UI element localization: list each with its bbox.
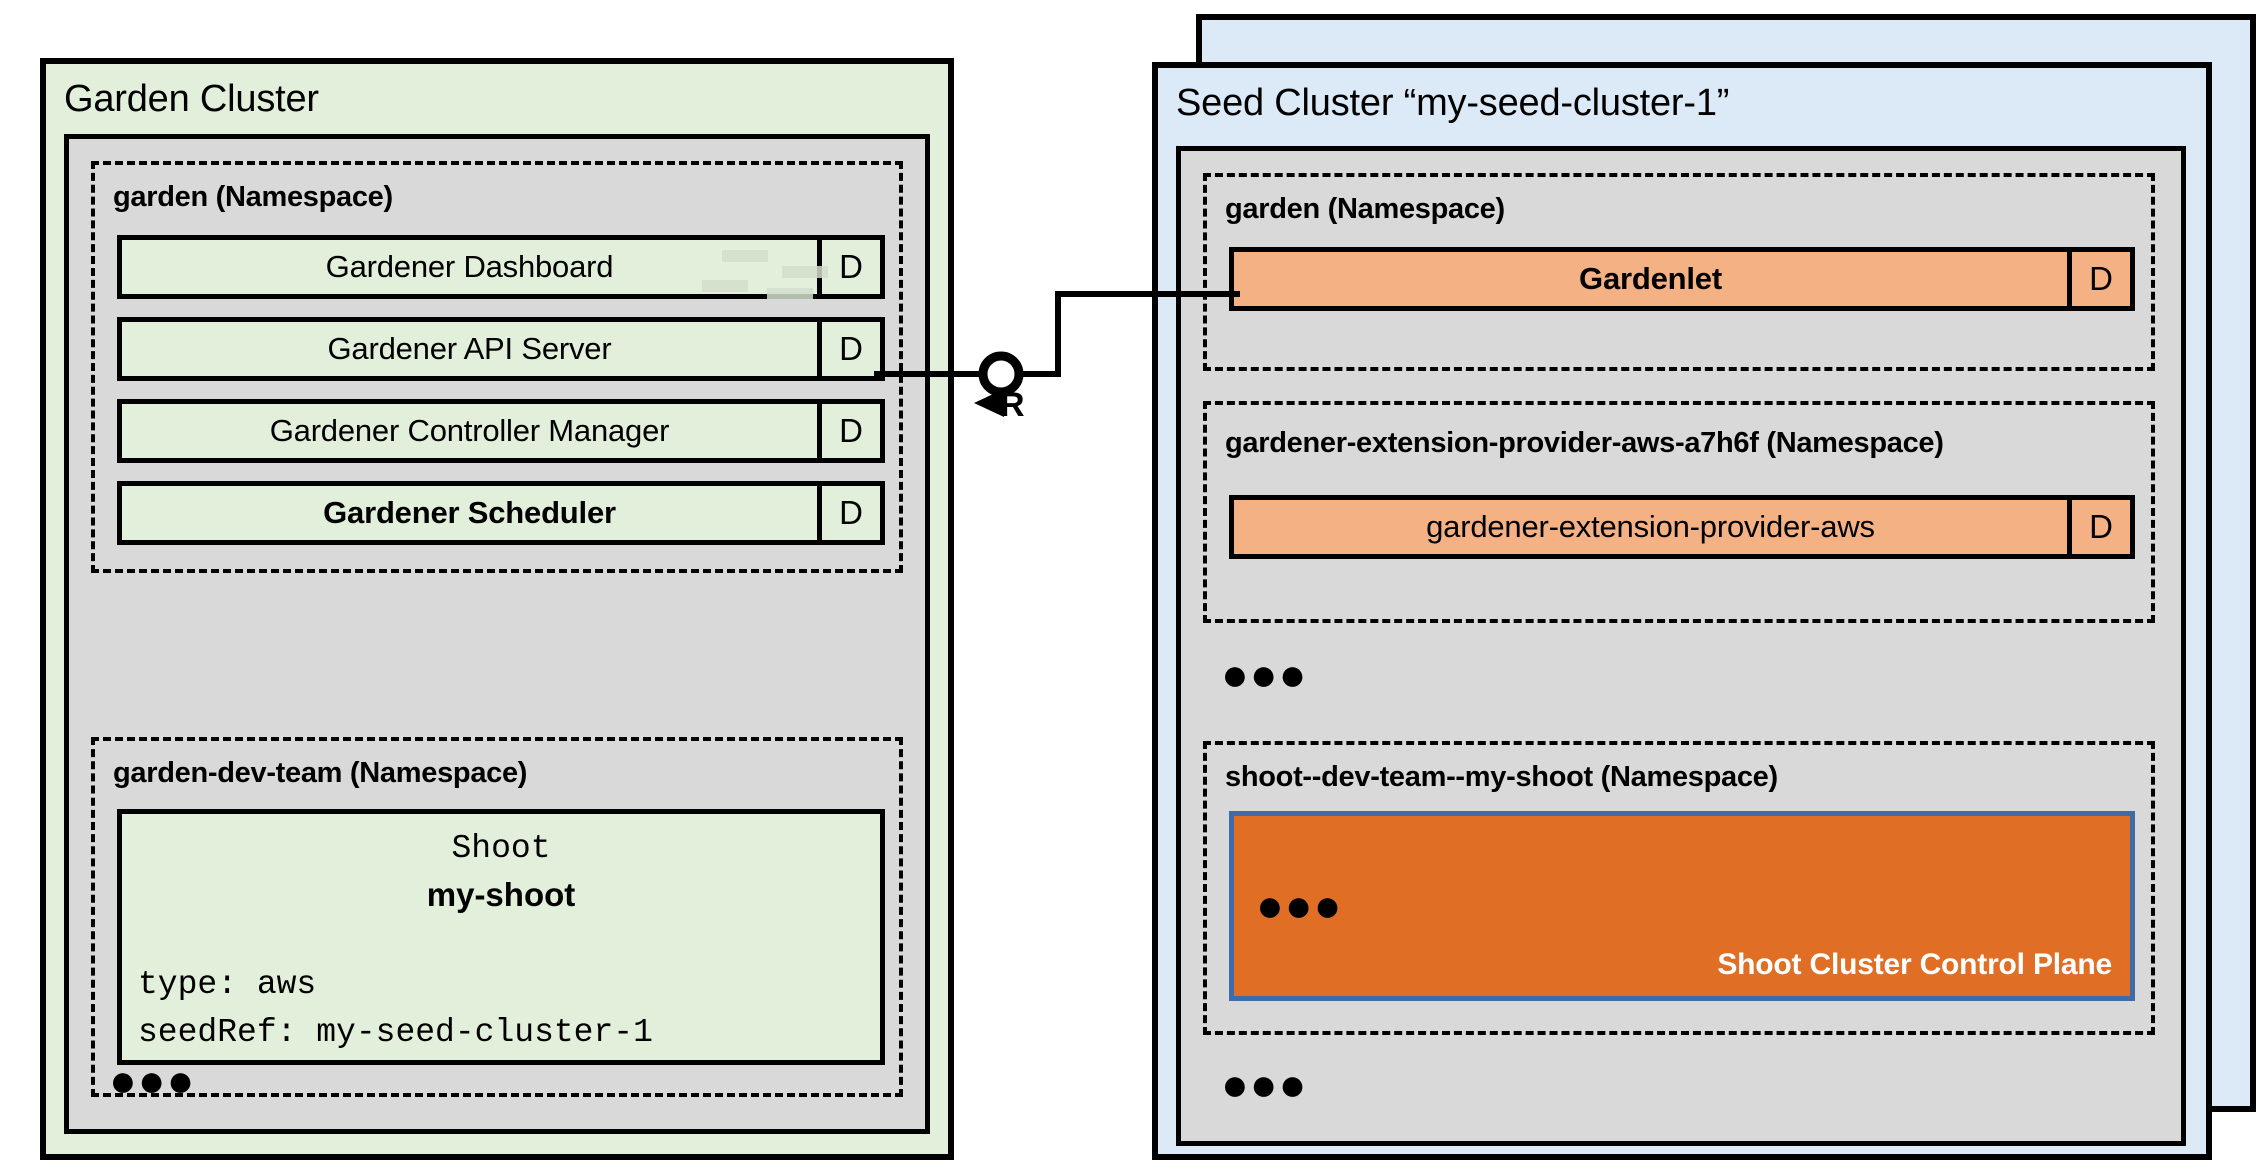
dashboard-ghost-mark-4 [782,266,828,278]
garden-cluster-more-indicator: ●●● [109,1054,196,1106]
garden-cluster-body-panel: garden (Namespace) Gardener Dashboard D … [64,134,930,1134]
dashboard-ghost-mark-2 [702,280,748,292]
control-plane-more-indicator: ●●● [1256,879,1343,931]
dashboard-ghost-mark-1 [722,250,768,262]
namespace-garden-label: garden (Namespace) [113,181,393,213]
component-gardener-scheduler-label: Gardener Scheduler [323,495,616,530]
component-gardener-controller-manager[interactable]: Gardener Controller Manager D [117,399,885,463]
garden-cluster-card[interactable]: Garden Cluster garden (Namespace) Garden… [40,58,954,1160]
seed-namespace-garden[interactable]: garden (Namespace) Gardenlet D [1203,173,2155,371]
garden-cluster-title: Garden Cluster [64,78,319,120]
component-gardener-scheduler-kind-badge: D [817,486,880,540]
seed-cluster-more-indicator-mid: ●●● [1221,648,1308,700]
component-gardener-scheduler[interactable]: Gardener Scheduler D [117,481,885,545]
seed-namespace-extension-provider-aws-label: gardener-extension-provider-aws-a7h6f (N… [1225,427,1944,459]
component-gardener-controller-manager-label: Gardener Controller Manager [269,413,670,448]
seed-cluster-more-indicator-bottom: ●●● [1221,1058,1308,1110]
connector-label-r: R [1000,386,1025,424]
seed-cluster-body-panel: garden (Namespace) Gardenlet D gardener-… [1176,146,2186,1146]
component-gardener-controller-manager-kind-badge: D [817,404,880,458]
seed-namespace-shoot-dev-team-my-shoot-label: shoot--dev-team--my-shoot (Namespace) [1225,761,1778,793]
resource-shoot-my-shoot[interactable]: Shoot my-shoot type: aws seedRef: my-see… [117,809,885,1065]
dashboard-ghost-mark-3 [767,288,813,300]
component-gardener-api-server-kind-badge: D [817,322,880,376]
component-gardener-api-server[interactable]: Gardener API Server D [117,317,885,381]
seed-cluster-card[interactable]: Seed Cluster “my-seed-cluster-1” garden … [1152,62,2212,1160]
component-gardener-dashboard[interactable]: Gardener Dashboard D [117,235,885,300]
resource-property-type: type: aws [138,966,317,1003]
component-gardener-dashboard-label: Gardener Dashboard [325,249,614,284]
component-gardener-extension-provider-aws-label: gardener-extension-provider-aws [1426,509,1875,544]
seed-namespace-shoot-dev-team-my-shoot[interactable]: shoot--dev-team--my-shoot (Namespace) ●●… [1203,741,2155,1035]
component-gardener-extension-provider-aws[interactable]: gardener-extension-provider-aws D [1229,495,2135,559]
resource-kind-label: Shoot [451,830,551,867]
control-plane-label: Shoot Cluster Control Plane [1717,948,2112,981]
namespace-garden-dev-team[interactable]: garden-dev-team (Namespace) Shoot my-sho… [91,737,903,1097]
seed-namespace-garden-label: garden (Namespace) [1225,193,1505,225]
component-gardener-api-server-label: Gardener API Server [327,331,612,366]
component-gardener-extension-provider-aws-kind-badge: D [2067,500,2130,554]
namespace-garden[interactable]: garden (Namespace) Gardener Dashboard D … [91,161,903,573]
seed-namespace-extension-provider-aws[interactable]: gardener-extension-provider-aws-a7h6f (N… [1203,401,2155,623]
component-gardenlet[interactable]: Gardenlet D [1229,247,2135,311]
resource-name-label: my-shoot [426,876,576,913]
component-gardenlet-label: Gardenlet [1579,261,1722,296]
seed-cluster-title: Seed Cluster “my-seed-cluster-1” [1176,82,1730,124]
resource-property-seedref: seedRef: my-seed-cluster-1 [138,1014,653,1051]
shoot-cluster-control-plane[interactable]: ●●● Shoot Cluster Control Plane [1229,811,2135,1001]
namespace-garden-dev-team-label: garden-dev-team (Namespace) [113,757,528,789]
component-gardenlet-kind-badge: D [2067,252,2130,306]
